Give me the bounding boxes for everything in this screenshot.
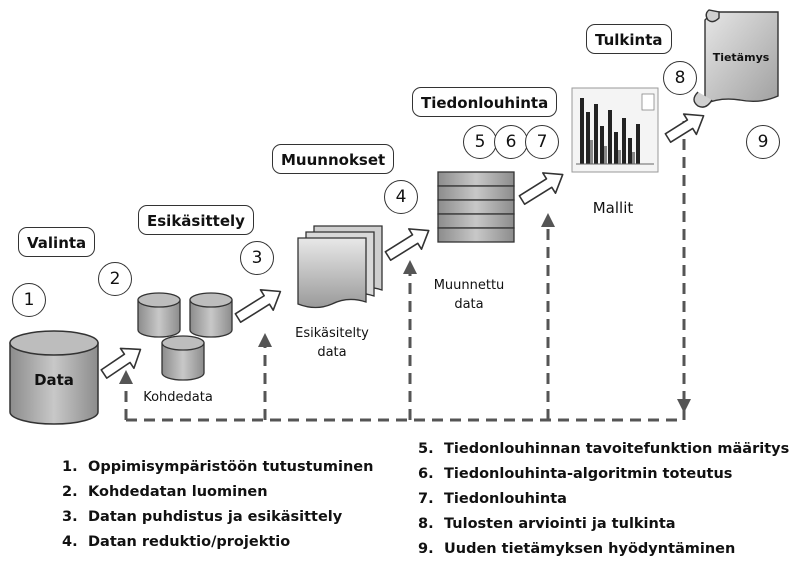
legend-item-number: 5. [418,441,434,457]
step-circle-3: 3 [240,241,274,275]
transformed-data-caption-line1: Muunnettu [433,278,505,293]
data-cylinder-icon [9,330,99,425]
transformed-data-caption: Muunnettu data [424,276,514,314]
flow-arrow-2 [234,289,282,324]
preprocessed-data-caption-line1: Esikäsitelty [295,326,369,341]
step-circle-5: 5 [463,125,497,159]
feedback-loop [124,120,686,422]
legend-item-text: Uuden tietämyksen hyödyntäminen [444,541,736,557]
flow-arrow-5 [664,113,705,144]
legend-item-text: Datan reduktio/projektio [88,534,291,550]
legend-right: 5. Tiedonlouhinnan tavoitefunktion määrit… [418,437,789,562]
legend-item-number: 8. [418,516,434,532]
feedback-arrowheads [119,213,691,413]
flow-arrows [100,113,705,379]
target-data-cylinders-icon [137,292,233,381]
data-caption: Data [34,371,74,389]
step-circle-9: 9 [746,125,780,159]
legend-item: 8. Tulosten arviointi ja tulkinta [418,512,789,537]
step-circle-2: 2 [98,262,132,296]
legend-item: 5. Tiedonlouhinnan tavoitefunktion määrit… [418,437,789,462]
legend-item-number: 6. [418,466,434,482]
legend-item-text: Tulosten arviointi ja tulkinta [444,516,676,532]
legend-item-text: Datan puhdistus ja esikäsittely [88,509,343,525]
flow-arrow-1 [100,347,142,379]
legend-item-number: 3. [62,509,78,525]
legend-item-text: Tiedonlouhinnan tavoitefunktion määritys [444,441,790,457]
legend-item: 4. Datan reduktio/projektio [62,530,373,555]
step-circle-7: 7 [525,125,559,159]
step-circle-8: 8 [663,61,697,95]
legend-item: 7. Tiedonlouhinta [418,487,789,512]
legend-item-number: 2. [62,484,78,500]
stage-label-tulkinta: Tulkinta [586,24,672,54]
legend-item-number: 1. [62,459,78,475]
legend-item: 3. Datan puhdistus ja esikäsittely [62,505,373,530]
model-bar-chart-icon [571,87,659,173]
legend-item: 9. Uuden tietämyksen hyödyntäminen [418,537,789,562]
preprocessed-documents-icon [297,225,383,309]
target-data-caption: Kohdedata [143,390,213,405]
stage-label-tiedonlouhinta: Tiedonlouhinta [412,87,558,117]
legend-item-number: 9. [418,541,434,557]
legend-item-text: Kohdedatan luominen [88,484,268,500]
legend-item-number: 7. [418,491,434,507]
legend-left: 1. Oppimisympäristöön tutustuminen 2. Kohde… [62,455,373,555]
models-caption: Mallit [592,199,634,217]
transformed-data-caption-line2: data [454,297,484,312]
step-circle-1: 1 [12,283,46,317]
legend-item-text: Tiedonlouhinta-algoritmin toteutus [444,466,733,482]
legend-item-text: Oppimisympäristöön tutustuminen [88,459,374,475]
flow-arrow-4 [518,172,564,206]
legend-item: 2. Kohdedatan luominen [62,480,373,505]
stage-label-muunnokset: Muunnokset [272,144,395,174]
legend-item: 6. Tiedonlouhinta-algoritmin toteutus [418,462,789,487]
legend-item-text: Tiedonlouhinta [444,491,567,507]
transformed-data-table-icon [437,171,515,243]
step-circle-4: 4 [384,180,418,214]
stage-label-valinta: Valinta [18,227,96,257]
step-circle-6: 6 [494,125,528,159]
flow-arrow-3 [384,228,430,262]
knowledge-scroll-icon [693,9,779,108]
preprocessed-data-caption: Esikäsitelty data [284,324,380,362]
legend-item: 1. Oppimisympäristöön tutustuminen [62,455,373,480]
legend-item-number: 4. [62,534,78,550]
preprocessed-data-caption-line2: data [317,345,347,360]
stage-label-esikasittely: Esikäsittely [138,205,254,235]
knowledge-caption: Tietämys [712,51,770,64]
